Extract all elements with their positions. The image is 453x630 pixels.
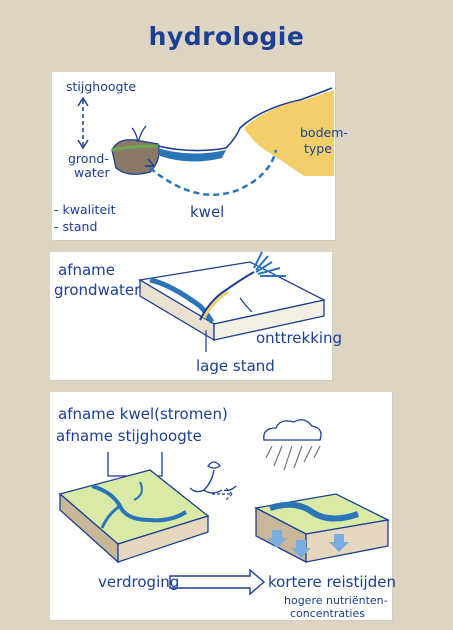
label-kortere-reistijden: kortere reistijden xyxy=(268,574,396,591)
right-arrow-icon xyxy=(170,570,264,594)
label-verdroging: verdroging xyxy=(98,574,179,591)
rain-cloud-icon xyxy=(264,420,321,470)
landscape-block-dry xyxy=(60,470,208,562)
label-hogere-2: concentraties xyxy=(290,607,365,621)
label-afname-kwel: afname kwel(stromen) xyxy=(58,406,228,423)
landscape-block-wet xyxy=(256,494,388,562)
label-afname-stijghoogte: afname stijghoogte xyxy=(56,428,202,445)
wilted-plant-icon xyxy=(190,462,236,493)
label-hogere-1: hogere nutriënten- xyxy=(284,594,388,608)
